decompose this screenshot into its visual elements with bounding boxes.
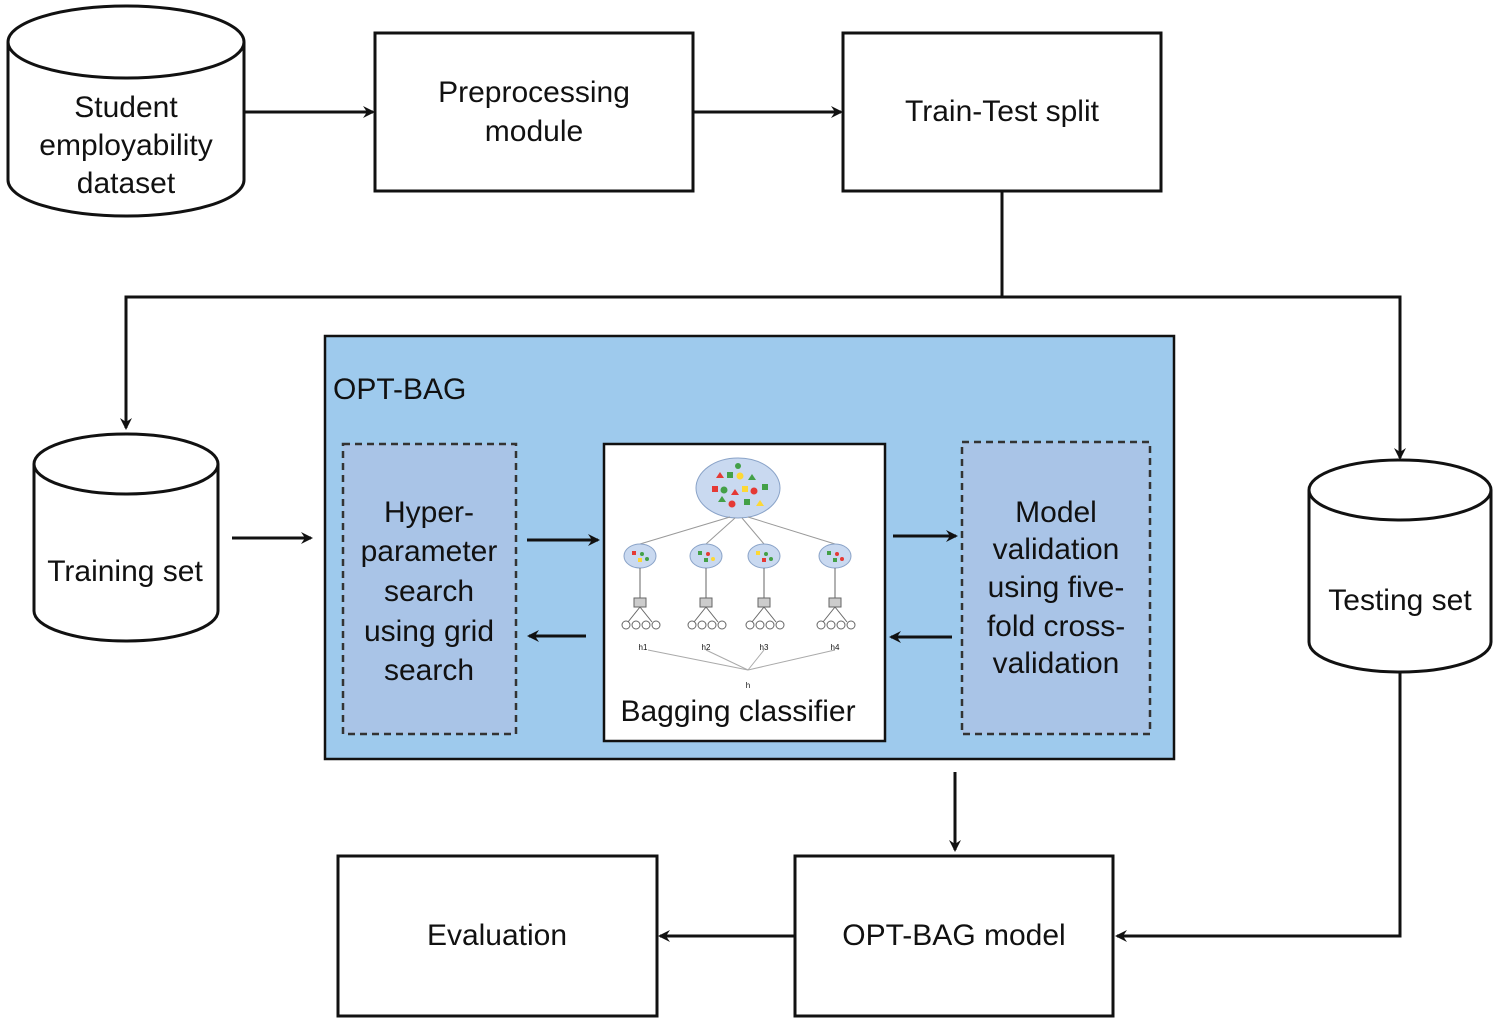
training-set-label: Training set <box>47 555 203 588</box>
dataset-label-line1: Student <box>74 91 178 124</box>
hyper-label-line3: search <box>384 575 474 608</box>
validation-label-line1: Model <box>1015 496 1097 529</box>
validation-label-line5: validation <box>993 647 1120 680</box>
bagging-sublabel-h3: h3 <box>760 643 769 652</box>
bagging-sublabel-h2: h2 <box>702 643 711 652</box>
training-set-cylinder: Training set <box>32 432 220 643</box>
validation-label-line4: fold cross- <box>987 610 1125 643</box>
train-test-split-box: Train-Test split <box>841 31 1163 193</box>
bootstrap-subset-3 <box>747 543 781 569</box>
tree-icon <box>687 568 727 630</box>
dataset-label-line3: dataset <box>77 167 176 200</box>
validation-label-line3: using five- <box>988 571 1125 604</box>
bagging-sublabel-h4: h4 <box>831 643 840 652</box>
hyper-label-line5: search <box>384 654 474 687</box>
testing-set-cylinder: Testing set <box>1307 458 1493 674</box>
validation-label-line2: validation <box>993 533 1120 566</box>
evaluation-label: Evaluation <box>427 919 567 952</box>
optbag-model-label: OPT-BAG model <box>842 919 1065 952</box>
hyper-label-line2: parameter <box>361 535 498 568</box>
connector-split-to-training <box>120 191 1004 430</box>
preprocessing-label-line2: module <box>485 115 583 148</box>
preprocessing-label-line1: Preprocessing <box>438 76 630 109</box>
bootstrap-links <box>639 516 836 545</box>
hyper-label-line1: Hyper- <box>384 496 474 529</box>
dataset-cylinder: Student employability dataset <box>6 4 246 218</box>
evaluation-box: Evaluation <box>336 854 659 1018</box>
aggregation-links <box>647 649 836 671</box>
hyperparameter-search-box: Hyper- parameter search using grid searc… <box>341 442 518 736</box>
preprocessing-box: Preprocessing module <box>373 31 695 193</box>
population-dots <box>712 463 768 508</box>
testing-set-label: Testing set <box>1328 584 1472 617</box>
tree-icon <box>816 568 856 630</box>
bootstrap-subset-1 <box>623 543 657 569</box>
train-test-split-label: Train-Test split <box>905 95 1100 128</box>
optbag-container-label: OPT-BAG <box>333 373 466 406</box>
tree-icon <box>745 568 785 630</box>
bagging-classifier-box: h1 h2 h3 h4 h Bagging classifier <box>602 442 887 743</box>
dataset-label-line2: employability <box>39 129 212 162</box>
optbag-model-box: OPT-BAG model <box>793 854 1115 1018</box>
model-validation-box: Model validation using five- fold cross-… <box>960 440 1152 736</box>
bootstrap-subset-2 <box>689 543 723 569</box>
bagging-sublabel-h: h <box>746 681 750 690</box>
hyper-label-line4: using grid <box>364 615 494 648</box>
bootstrap-subset-4 <box>818 543 852 569</box>
bagging-classifier-label: Bagging classifier <box>620 695 855 728</box>
connector-split-to-testing <box>1002 295 1406 460</box>
connector-testing-to-model <box>1115 672 1402 942</box>
bagging-sublabel-h1: h1 <box>639 643 648 652</box>
tree-icon <box>621 568 661 630</box>
